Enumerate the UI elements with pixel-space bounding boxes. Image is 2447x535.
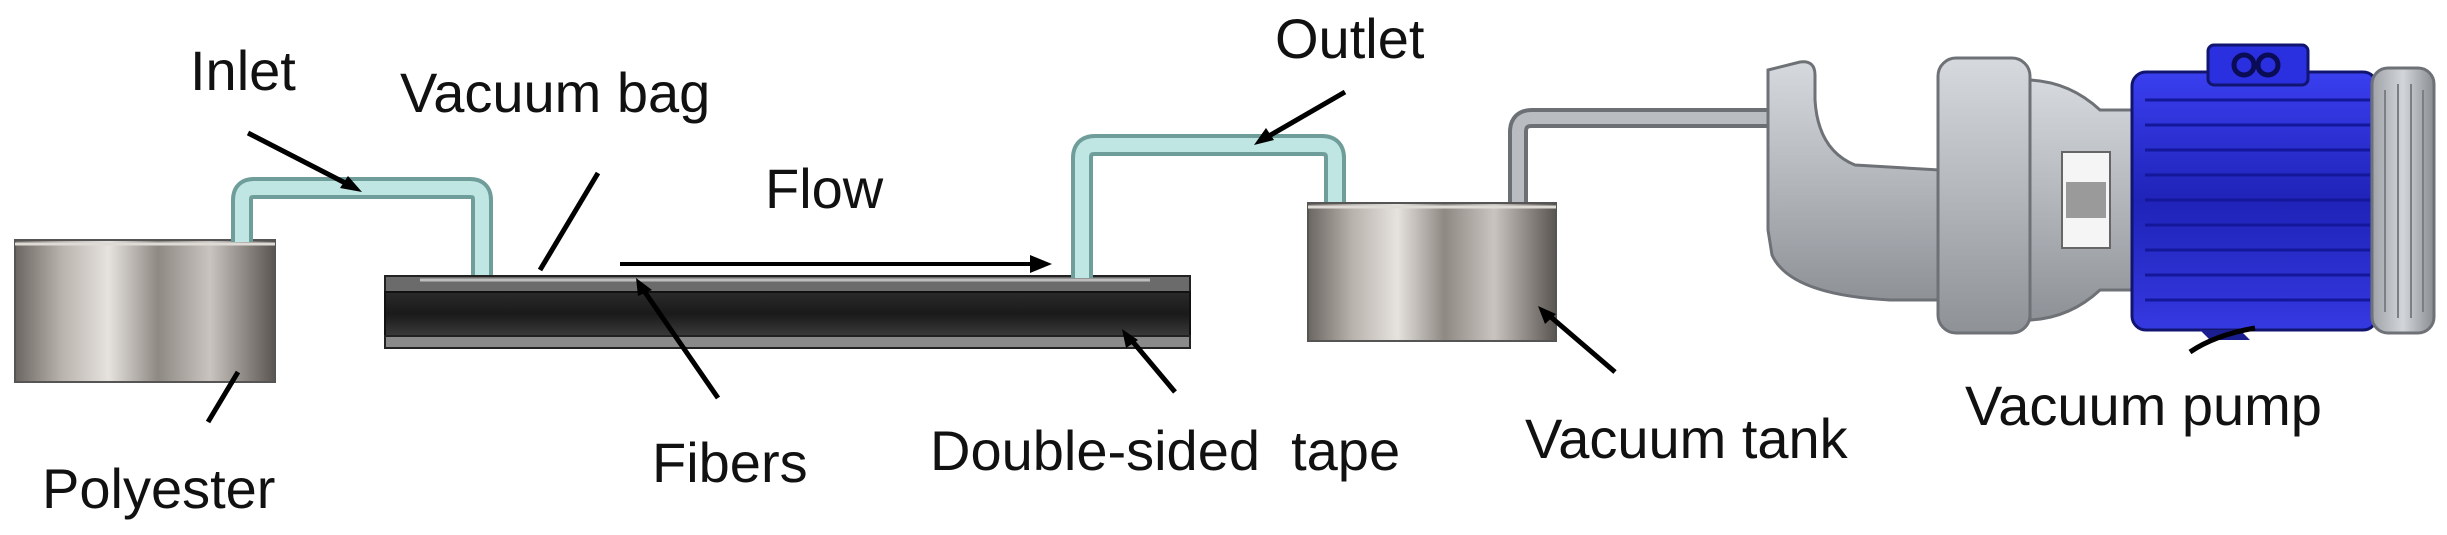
leader-vacuum-bag [537,171,601,272]
label-vacuum-bag: Vacuum bag [400,61,710,124]
pump-inlet-housing [1766,60,1942,302]
inlet-tube [231,177,493,278]
motor-fins [2145,98,2370,302]
label-fibers: Fibers [652,431,808,494]
label-double-sided-tape: Double-sided tape [930,419,1400,482]
mold-plate [384,275,1191,349]
label-outlet: Outlet [1275,7,1425,70]
label-polyester: Polyester [42,457,275,520]
polyester-container [14,239,276,383]
label-inlet: Inlet [190,39,296,102]
leader-lines [205,89,2256,424]
outlet-tube [1071,134,1346,278]
leader-vacuum-tank [1543,310,1617,374]
label-vacuum-tank: Vacuum tank [1525,407,1849,470]
leader-inlet [246,130,357,191]
leader-vacuum-pump [2188,325,2256,355]
flow-arrow [620,255,1052,273]
vacuum-pump [1766,43,2436,340]
metal-pipe [1508,108,1780,205]
vacuum-tank [1307,202,1557,342]
pump-flange [1936,56,2032,335]
leader-fibers [637,283,721,400]
motor-fan-cover [2370,66,2436,335]
leader-polyester [205,370,241,424]
label-vacuum-pump: Vacuum pump [1965,374,2322,437]
leader-double-sided-tape [1126,334,1177,394]
leader-outlet [1260,89,1347,143]
label-flow: Flow [765,157,884,220]
